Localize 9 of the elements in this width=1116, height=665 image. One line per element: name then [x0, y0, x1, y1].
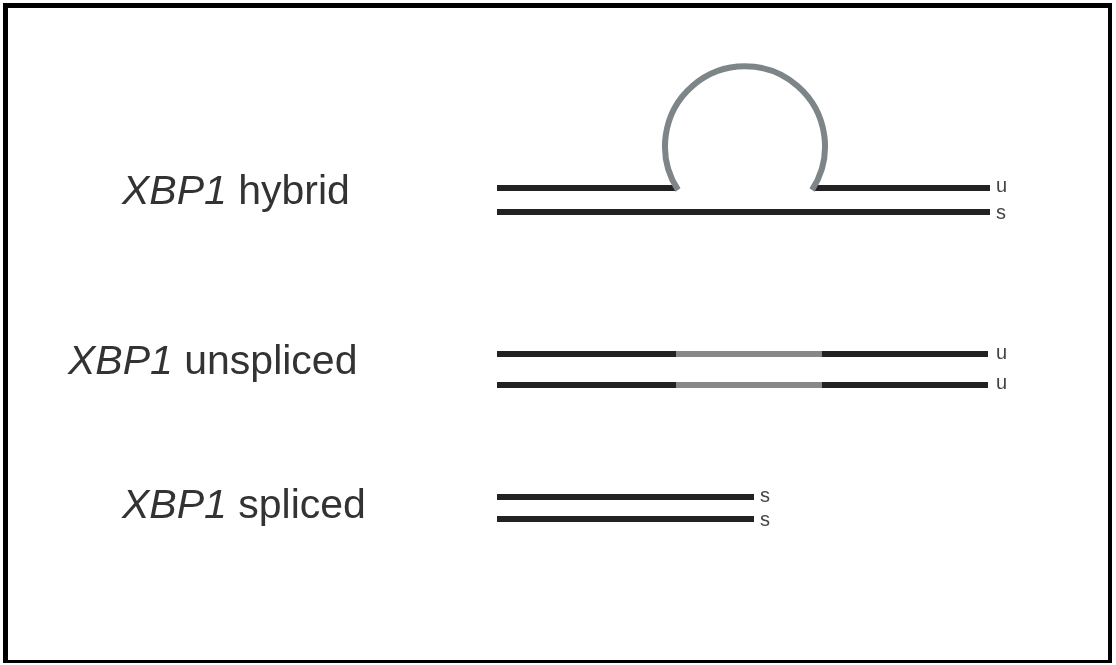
strand-end-label: u — [996, 372, 1008, 392]
row-label: XBP1 unspliced — [68, 339, 358, 381]
strand-end-label: s — [760, 485, 770, 505]
row-label: XBP1 hybrid — [122, 169, 350, 211]
strand-end-label: u — [996, 175, 1008, 195]
strand-end-label: s — [760, 509, 770, 529]
strand-end-label: s — [996, 202, 1006, 222]
strand-end-label: u — [996, 342, 1008, 362]
row-label: XBP1 spliced — [122, 483, 366, 525]
